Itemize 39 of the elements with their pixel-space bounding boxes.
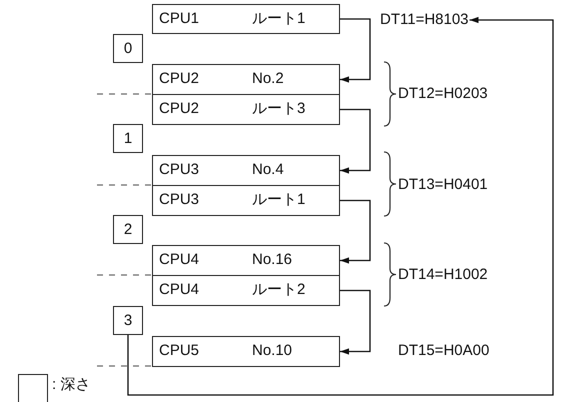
entry-label: ルート1 bbox=[252, 10, 306, 28]
entry-label: No.4 bbox=[252, 161, 284, 179]
arrow bbox=[340, 200, 371, 264]
cpu-label: CPU4 bbox=[159, 251, 200, 269]
cpu-row-box bbox=[152, 155, 340, 186]
cpu-label: CPU3 bbox=[159, 161, 200, 179]
legend-text: : 深さ bbox=[52, 376, 90, 394]
depth-box: 3 bbox=[113, 306, 143, 335]
cpu-label: CPU5 bbox=[159, 342, 200, 360]
register-value: DT13=H0401 bbox=[398, 176, 488, 194]
register-value: DT15=H0A00 bbox=[398, 342, 490, 360]
cpu-label: CPU4 bbox=[159, 281, 200, 299]
cpu-row-box bbox=[152, 4, 340, 34]
register-value: DT12=H0203 bbox=[398, 85, 488, 103]
entry-label: No.10 bbox=[252, 342, 292, 360]
depth-box: 2 bbox=[113, 215, 143, 244]
cpu-label: CPU2 bbox=[159, 100, 200, 118]
cpu-row-box bbox=[152, 185, 340, 216]
cpu-row-box bbox=[152, 336, 340, 367]
depth-box: 1 bbox=[113, 124, 143, 153]
arrow bbox=[127, 16, 554, 396]
arrow bbox=[340, 108, 371, 174]
register-value: DT14=H1002 bbox=[398, 266, 488, 284]
entry-label: ルート1 bbox=[252, 191, 306, 209]
cpu-label: CPU1 bbox=[159, 10, 200, 28]
cpu-row-box bbox=[152, 64, 340, 95]
depth-box: 0 bbox=[113, 34, 143, 63]
cpu-label: CPU2 bbox=[159, 70, 200, 88]
arrow bbox=[340, 290, 371, 355]
entry-label: No.16 bbox=[252, 251, 292, 269]
entry-label: ルート2 bbox=[252, 281, 306, 299]
arrow bbox=[340, 18, 371, 83]
cpu-label: CPU3 bbox=[159, 191, 200, 209]
cpu-row-box bbox=[152, 275, 340, 306]
cpu-row-box bbox=[152, 245, 340, 276]
entry-label: ルート3 bbox=[252, 100, 306, 118]
entry-label: No.2 bbox=[252, 70, 284, 88]
register-value: DT11=H8103 bbox=[380, 11, 469, 29]
cpu-row-box bbox=[152, 94, 340, 125]
